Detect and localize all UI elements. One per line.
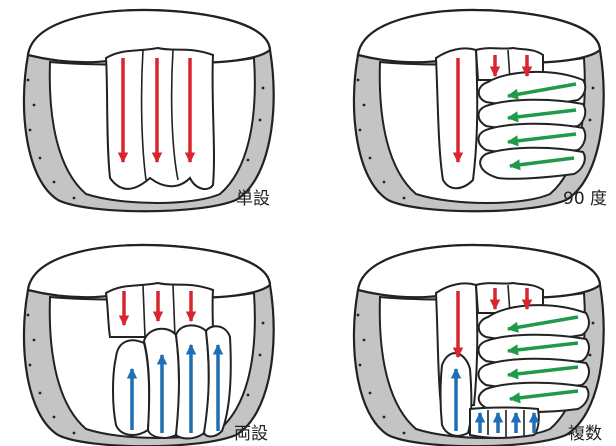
panel-label-single: 単設 <box>236 189 270 209</box>
panel-label-both-sides: 両設 <box>234 424 268 444</box>
panel-90-degree: 90 度 <box>354 10 607 211</box>
panel-both-sides: 両設 <box>24 245 274 446</box>
panel-label-multiple: 複数 <box>568 424 602 444</box>
panel-multiple: 複数 <box>354 245 604 446</box>
panel-label-90-degree: 90 度 <box>563 189 607 209</box>
panel-single: 単設 <box>24 10 274 211</box>
